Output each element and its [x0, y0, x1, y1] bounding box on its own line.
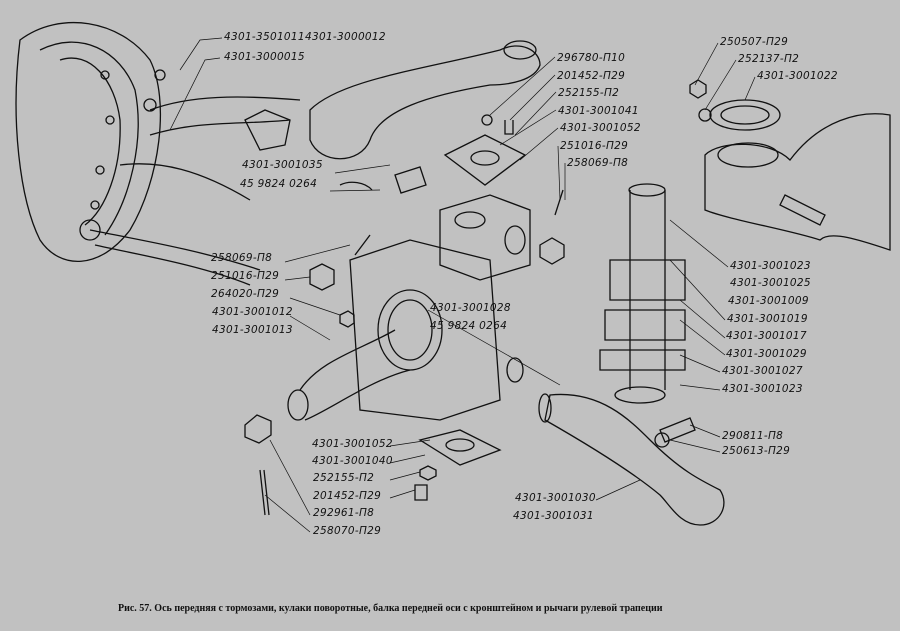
- leader-lines: [169, 37, 756, 533]
- figure-caption: Рис. 57. Ось передняя с тормозами, кулак…: [118, 603, 663, 614]
- part-label: 251016-П29: [560, 140, 629, 152]
- part-label: 258069-П8: [567, 157, 629, 169]
- axle-beam: [79, 96, 301, 286]
- upper-steering-arm: [309, 40, 541, 194]
- part-label: 252137-П2: [738, 53, 800, 65]
- part-label: 296780-П10: [557, 52, 626, 64]
- part-label: 4301-3001017: [726, 330, 807, 342]
- axle-bracket: [689, 79, 891, 251]
- part-label: 252155-П2: [313, 472, 375, 484]
- part-label: 4301-3000012: [305, 31, 386, 43]
- part-label: 4301-3001009: [728, 295, 809, 307]
- fasteners: [244, 189, 565, 516]
- part-label: 4301-3001019: [727, 313, 808, 325]
- part-label: 4301-3501011: [224, 31, 305, 43]
- part-label: 4301-3001029: [726, 348, 807, 360]
- part-label: 4301-3001031: [513, 510, 594, 522]
- part-label: 45 9824 0264: [240, 178, 318, 190]
- part-label: 4301-3001023: [722, 383, 803, 395]
- part-label: 258069-П8: [211, 252, 273, 264]
- part-label: 252155-П2: [558, 87, 620, 99]
- part-label: 251016-П29: [211, 270, 280, 282]
- part-label: 4301-3001040: [312, 455, 393, 467]
- part-label: 4301-3001013: [212, 324, 293, 336]
- brake-drum: [15, 21, 166, 262]
- part-label: 201452-П29: [313, 490, 382, 502]
- part-label: 264020-П29: [211, 288, 280, 300]
- part-label: 4301-3001028: [430, 302, 511, 314]
- part-label: 4301-3001041: [558, 105, 639, 117]
- part-label: 4301-3001052: [312, 438, 393, 450]
- part-label: 4301-3001027: [722, 365, 803, 377]
- part-label: 4301-3001035: [242, 159, 323, 171]
- part-label: 258070-П29: [313, 525, 382, 537]
- king-pin-assembly: [599, 183, 686, 404]
- top-gasket: [443, 114, 527, 186]
- part-label: 4301-3000015: [224, 51, 305, 63]
- part-label: 4301-3001023: [730, 260, 811, 272]
- part-label: 4301-3001030: [515, 492, 596, 504]
- part-label: 4301-3001012: [212, 306, 293, 318]
- part-label: 201452-П29: [557, 70, 626, 82]
- part-label: 45 9824 0264: [430, 320, 508, 332]
- part-label: 250613-П29: [722, 445, 791, 457]
- part-label: 292961-П8: [313, 507, 375, 519]
- part-label: 290811-П8: [722, 430, 784, 442]
- part-label: 4301-3001025: [730, 277, 811, 289]
- part-label: 4301-3001022: [757, 70, 838, 82]
- part-label: 250507-П29: [720, 36, 789, 48]
- bottom-gasket: [418, 429, 502, 466]
- steering-knuckle: [287, 194, 531, 421]
- part-label: 4301-3001052: [560, 122, 641, 134]
- lower-steering-arm: [538, 393, 725, 526]
